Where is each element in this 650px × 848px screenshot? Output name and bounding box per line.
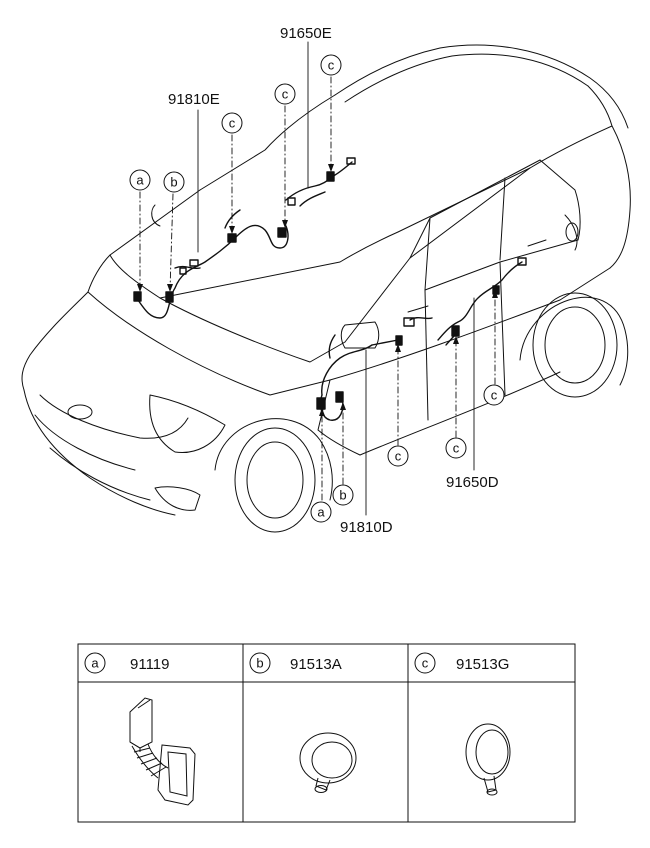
- marker-a-bottom: a: [310, 501, 332, 523]
- legend-part-b: 91513A: [290, 656, 342, 673]
- legend-letter-a: a: [91, 656, 99, 671]
- legend-letter-c: c: [422, 656, 429, 671]
- car-illustration: [21, 44, 631, 533]
- svg-text:c: c: [453, 441, 460, 456]
- markers: a b c c c a b c c c: [129, 54, 505, 523]
- svg-text:c: c: [229, 116, 236, 131]
- legend-letter-b: b: [256, 656, 263, 671]
- svg-text:b: b: [339, 488, 346, 503]
- legend-table: a 91119 b 91513A c 91513G: [77, 643, 576, 823]
- marker-b-top: b: [163, 171, 185, 193]
- marker-a-top: a: [129, 169, 151, 191]
- marker-c-bottom3: c: [483, 384, 505, 406]
- legend-cell-c: c 91513G: [414, 652, 509, 674]
- svg-text:a: a: [136, 173, 144, 188]
- grommet-91513A-icon: [299, 732, 357, 793]
- callout-91810E: 91810E: [168, 91, 220, 108]
- grommet-91513G-icon: [465, 723, 511, 796]
- harness-91650E: [285, 157, 356, 207]
- harness-91650D: [403, 257, 527, 346]
- legend-part-c: 91513G: [456, 656, 509, 673]
- harness-91810D: [316, 334, 403, 421]
- marker-c-top2: c: [274, 83, 296, 105]
- grommet-91119-icon: [129, 697, 196, 806]
- marker-c-top1: c: [221, 112, 243, 134]
- legend-cell-b: b 91513A: [249, 652, 342, 674]
- svg-text:c: c: [395, 449, 402, 464]
- marker-c-top3: c: [320, 54, 342, 76]
- legend-part-a: 91119: [130, 656, 170, 673]
- marker-b-bottom: b: [332, 484, 354, 506]
- svg-text:c: c: [491, 388, 498, 403]
- callout-91650E: 91650E: [280, 25, 332, 42]
- leader-lines: [139, 41, 496, 516]
- callout-91810D: 91810D: [340, 519, 393, 536]
- marker-c-bottom2: c: [445, 437, 467, 459]
- arrowheads: [137, 164, 498, 416]
- svg-text:a: a: [317, 505, 325, 520]
- harness-91810E: [133, 209, 289, 319]
- legend-cell-a: a 91119: [84, 652, 170, 674]
- marker-c-bottom1: c: [387, 445, 409, 467]
- svg-text:b: b: [170, 175, 177, 190]
- svg-text:c: c: [328, 58, 335, 73]
- svg-text:c: c: [282, 87, 289, 102]
- callout-91650D: 91650D: [446, 474, 499, 491]
